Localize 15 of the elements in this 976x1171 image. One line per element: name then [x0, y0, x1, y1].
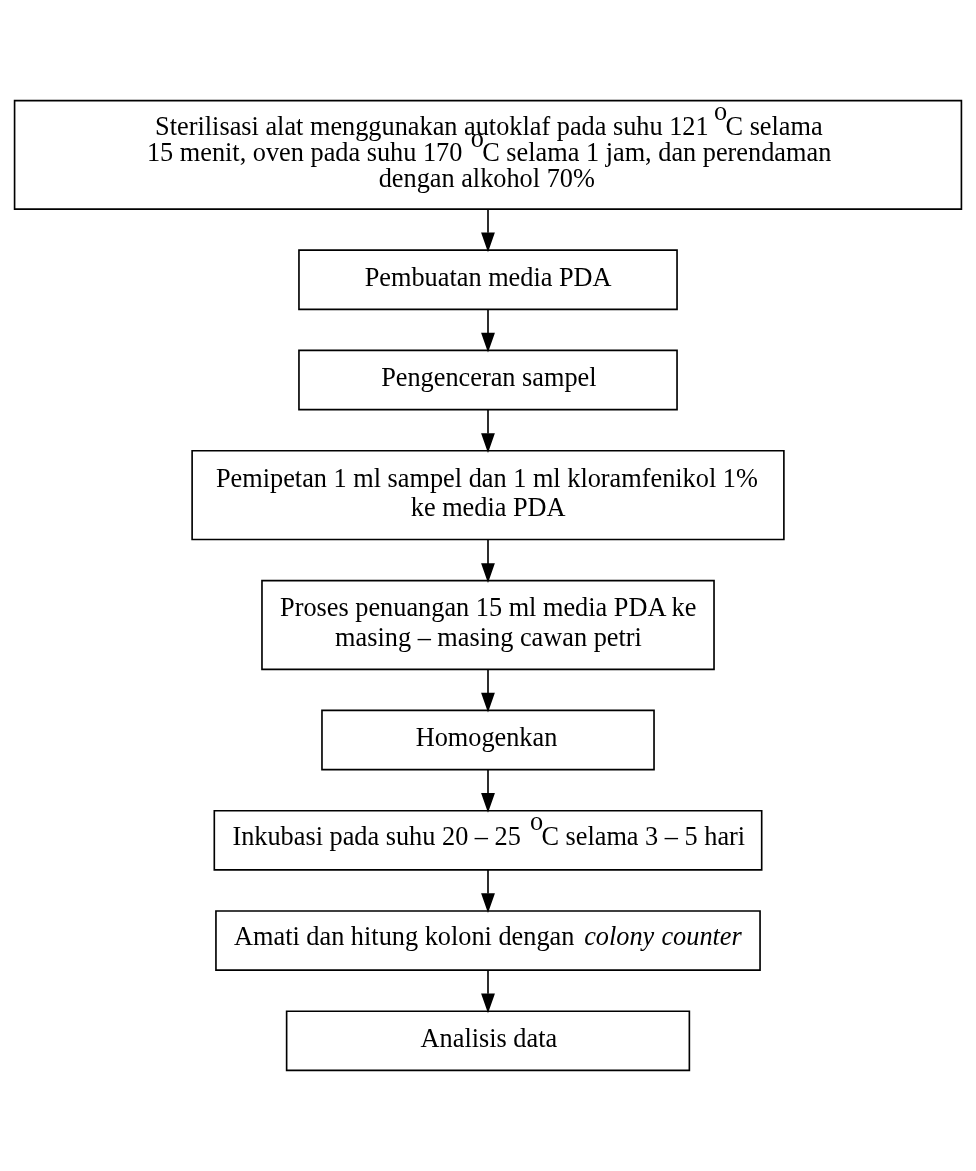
node-box: Pengenceran sampel — [298, 349, 678, 411]
arrow — [481, 869, 495, 914]
arrow — [481, 409, 495, 453]
arrow — [481, 308, 495, 353]
node-box: Amati dan hitung koloni dengan colony counter — [215, 910, 761, 971]
arrow — [481, 538, 495, 583]
arrow — [481, 768, 495, 813]
arrow — [481, 668, 495, 713]
node-box: Homogenkan — [321, 709, 655, 771]
node-box: Proses penuangan 15 ml media PDA ke masing – masing cawan petri — [261, 579, 715, 671]
node-box: Pembuatan media PDA — [298, 249, 678, 311]
node-box: Analisis data — [285, 1010, 691, 1072]
arrow — [481, 969, 495, 1014]
node-box: Pemipetan 1 ml sampel dan 1 ml kloramfenikol 1% ke media PDA — [191, 449, 785, 541]
arrow — [481, 208, 495, 253]
